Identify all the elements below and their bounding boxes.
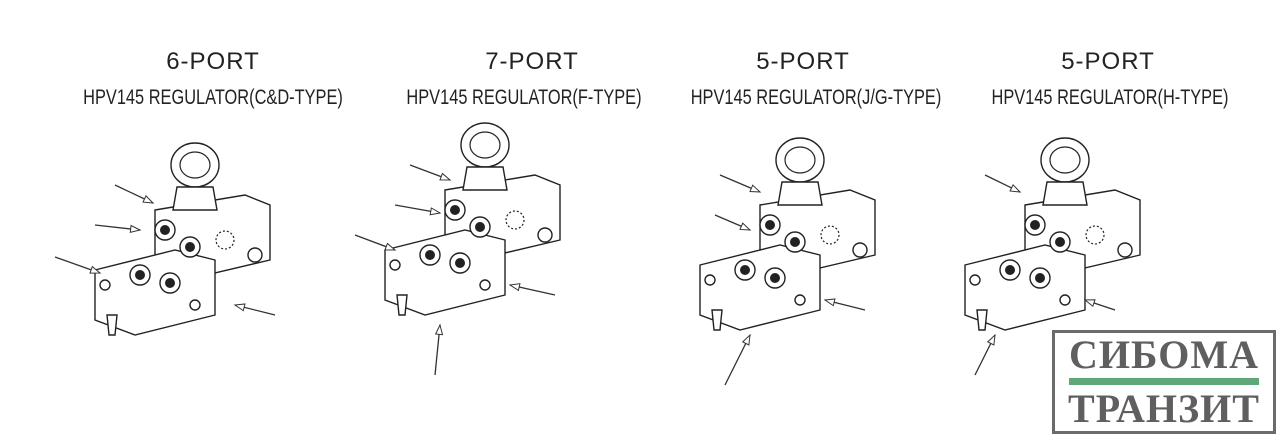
- bolt-nut: [777, 181, 823, 206]
- port-arrow: [823, 298, 866, 311]
- port-count-label: 5-PORT: [756, 48, 850, 75]
- port-arrow: [1083, 299, 1116, 311]
- port-arrow: [409, 164, 452, 181]
- regulator-drawing: [54, 142, 276, 336]
- port-arrow: [719, 174, 762, 193]
- logo-divider: [1069, 378, 1259, 385]
- port-count-label: 7-PORT: [485, 48, 579, 75]
- bolt-nut: [1042, 181, 1088, 206]
- port-count-label: 5-PORT: [1061, 48, 1155, 75]
- regulator-type-label: HPV145 REGULATOR(H-TYPE): [991, 86, 1229, 109]
- gear-plug: [505, 210, 525, 230]
- bolt-head: [247, 247, 263, 263]
- eye-bolt: [1040, 137, 1090, 183]
- lower-body: [94, 249, 216, 336]
- port-arrow: [974, 333, 996, 376]
- port-arrow: [354, 234, 397, 251]
- adjust-screw: [106, 314, 118, 336]
- regulator-drawing: [354, 122, 561, 376]
- adjust-screw: [976, 309, 988, 331]
- lower-body: [699, 244, 821, 331]
- port-arrow: [724, 333, 751, 386]
- port-arrow: [434, 323, 444, 376]
- port-count-label: 6-PORT: [166, 48, 260, 75]
- bolt-head: [1117, 242, 1133, 258]
- port-arrow: [394, 204, 442, 216]
- port-arrow: [114, 184, 155, 204]
- regulator-drawing: [699, 137, 876, 386]
- bolt-head: [852, 242, 868, 258]
- regulator-type-label: HPV145 REGULATOR(J/G-TYPE): [690, 86, 942, 109]
- logo-line-1: СИБОМА: [1069, 332, 1259, 377]
- port-arrow: [984, 174, 1022, 193]
- lower-body: [384, 229, 506, 316]
- gear-plug: [820, 225, 840, 245]
- bolt-head: [537, 227, 553, 243]
- port-arrow: [508, 283, 556, 296]
- company-logo: СИБОМА ТРАНЗИТ: [1052, 330, 1276, 434]
- gear-plug: [215, 230, 235, 250]
- port-arrow: [714, 214, 752, 231]
- port-arrow: [233, 303, 276, 316]
- eye-bolt: [460, 122, 510, 168]
- lower-body: [964, 244, 1086, 331]
- regulator-type-label: HPV145 REGULATOR(F-TYPE): [406, 86, 642, 109]
- adjust-screw: [396, 294, 408, 316]
- adjust-screw: [711, 309, 723, 331]
- eye-bolt: [775, 137, 825, 183]
- regulator-type-label: HPV145 REGULATOR(C&D-TYPE): [83, 86, 343, 109]
- port-arrow: [94, 224, 142, 234]
- bolt-nut: [172, 186, 218, 211]
- regulator-drawing: [964, 137, 1141, 376]
- logo-line-2: ТРАНЗИТ: [1068, 386, 1260, 431]
- gear-plug: [1085, 225, 1105, 245]
- bolt-nut: [462, 166, 508, 191]
- eye-bolt: [170, 142, 220, 188]
- port-arrow: [54, 256, 102, 274]
